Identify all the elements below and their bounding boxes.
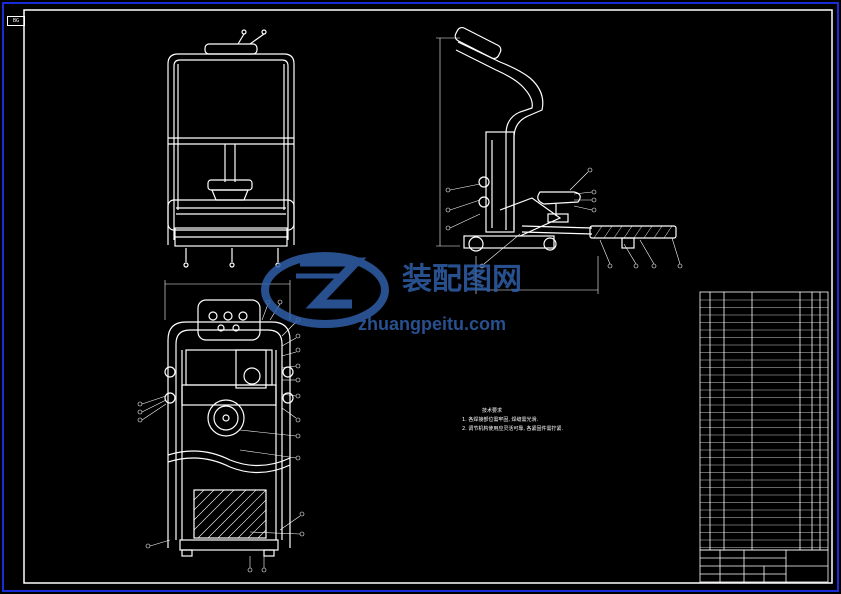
watermark-logo-icon bbox=[261, 252, 389, 328]
front-view-top bbox=[167, 29, 295, 268]
watermark-en: zhuangpeitu.com bbox=[358, 314, 506, 334]
side-view-hatch bbox=[593, 225, 673, 239]
inner-frame bbox=[23, 9, 833, 584]
tech-notes-line-2: 2. 调节机构使用应灵活可靠, 各紧固件需拧紧. bbox=[462, 425, 564, 432]
title-block bbox=[699, 549, 829, 583]
tech-notes-title: 技术要求 bbox=[482, 407, 502, 414]
top-view-leaders bbox=[137, 299, 305, 573]
side-view-leaders bbox=[445, 167, 683, 269]
parts-list-rows bbox=[700, 299, 828, 548]
hatch-block bbox=[193, 489, 267, 539]
top-view-bottom bbox=[164, 280, 294, 557]
parts-list bbox=[699, 291, 829, 551]
tech-notes-line-1: 1. 各焊接部位需牢固, 焊缝需光滑. bbox=[462, 416, 539, 423]
tech-notes: 技术要求 1. 各焊接部位需牢固, 焊缝需光滑. 2. 调节机构使用应灵活可靠,… bbox=[462, 407, 564, 432]
watermark-cn: 装配图网 bbox=[402, 262, 522, 297]
watermark: 装配图网 zhuangpeitu.com bbox=[261, 252, 522, 334]
side-view bbox=[436, 26, 677, 294]
